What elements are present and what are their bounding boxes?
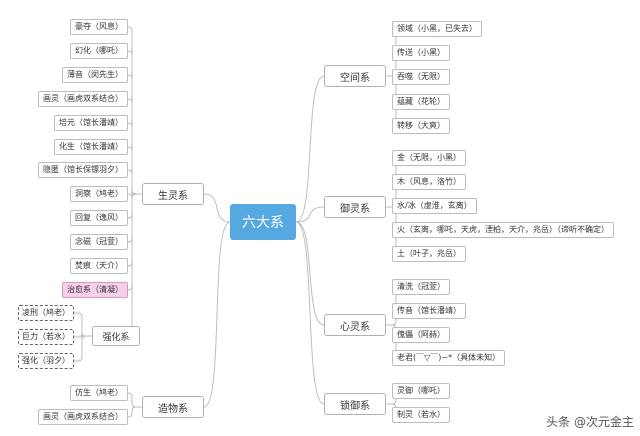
control-item[interactable]: 水/冰（虚淮，玄离） <box>392 198 477 214</box>
strengthen-item[interactable]: 巨力（若水） <box>18 329 74 345</box>
space-item[interactable]: 转移（大爽） <box>392 118 450 134</box>
connector-line <box>295 221 325 326</box>
connector-line <box>127 193 142 337</box>
connector-line <box>127 122 142 195</box>
connector-line <box>127 406 142 418</box>
connector-line <box>127 169 142 195</box>
connector-line <box>127 193 142 291</box>
branch-strengthen[interactable]: 强化系 <box>92 326 140 346</box>
life-item[interactable]: 薄音（闵先生） <box>62 67 128 83</box>
lock-item[interactable]: 灵御（哪吒） <box>392 383 450 399</box>
connector-line <box>127 74 142 195</box>
connector-line <box>295 75 325 223</box>
mind-item[interactable]: 傀儡（阿赫） <box>392 327 450 343</box>
connector-line <box>127 193 142 219</box>
control-item[interactable]: 土（叶子，兆岳） <box>392 246 466 262</box>
life-item[interactable]: 焚痕（天介） <box>70 258 128 274</box>
control-item[interactable]: 火（玄离，哪吒，天虎，湮柏，天介，兆岳）（谛听不确定） <box>392 222 614 238</box>
center-topic[interactable]: 六大系 <box>230 204 296 240</box>
branch-life[interactable]: 生灵系 <box>142 183 204 205</box>
strengthen-item[interactable]: 强化（羽夕） <box>18 353 74 369</box>
life-item-highlight[interactable]: 治愈系（清凝） <box>62 282 128 298</box>
craft-item[interactable]: 仿生（鸠老） <box>70 385 128 401</box>
connector-line <box>127 98 142 195</box>
space-item[interactable]: 传送（小黑） <box>392 45 450 61</box>
life-item[interactable]: 念磁（冠萱） <box>70 234 128 250</box>
connector-line <box>127 26 142 195</box>
connector-line <box>127 193 142 267</box>
lock-item[interactable]: 制灵（若水） <box>392 407 450 423</box>
connector-line <box>295 221 325 405</box>
mind-item[interactable]: 清洗（冠萱） <box>392 279 450 295</box>
watermark: 头条 @次元金主 <box>546 415 634 429</box>
space-item[interactable]: 蕴藏（花轮） <box>392 94 450 110</box>
life-item[interactable]: 幻化（哪吒） <box>70 43 128 59</box>
connector-line <box>203 193 231 223</box>
connector-line <box>203 221 231 408</box>
branch-control[interactable]: 御灵系 <box>324 196 386 218</box>
strengthen-item[interactable]: 凌刑（鸠老） <box>18 305 74 321</box>
branch-space[interactable]: 空间系 <box>324 65 386 87</box>
control-item[interactable]: 金（无限，小黑） <box>392 150 466 166</box>
space-item[interactable]: 领域（小黑，已失去） <box>392 21 482 37</box>
life-item[interactable]: 豪夺（风息） <box>70 19 128 35</box>
branch-lock[interactable]: 锁御系 <box>324 393 386 415</box>
connector-line <box>127 392 142 408</box>
branch-craft[interactable]: 造物系 <box>142 396 204 418</box>
craft-item[interactable]: 画灵（画虎双系结合） <box>38 409 128 425</box>
space-item[interactable]: 吞噬（无限） <box>392 69 450 85</box>
mind-item[interactable]: 传音（馆长潘靖） <box>392 303 466 319</box>
branch-mind[interactable]: 心灵系 <box>324 314 386 336</box>
mind-item[interactable]: 老君(￣▽￣)~*（具体未知） <box>392 350 506 366</box>
connector-line <box>74 335 92 362</box>
life-item[interactable]: 隐匿（馆长保镖羽夕） <box>38 162 128 178</box>
life-item[interactable]: 画灵（画虎双系结合） <box>38 91 128 107</box>
life-item[interactable]: 回复（逸风） <box>70 210 128 226</box>
control-item[interactable]: 木（风息，洛竹） <box>392 174 466 190</box>
life-item[interactable]: 培元（馆长潘靖） <box>54 115 128 131</box>
connector-line <box>127 50 142 195</box>
life-item[interactable]: 化生（馆长潘靖） <box>54 139 128 155</box>
connector-line <box>74 312 92 337</box>
connector-line <box>295 206 325 223</box>
life-item[interactable]: 洞察（鸠老） <box>70 186 128 202</box>
